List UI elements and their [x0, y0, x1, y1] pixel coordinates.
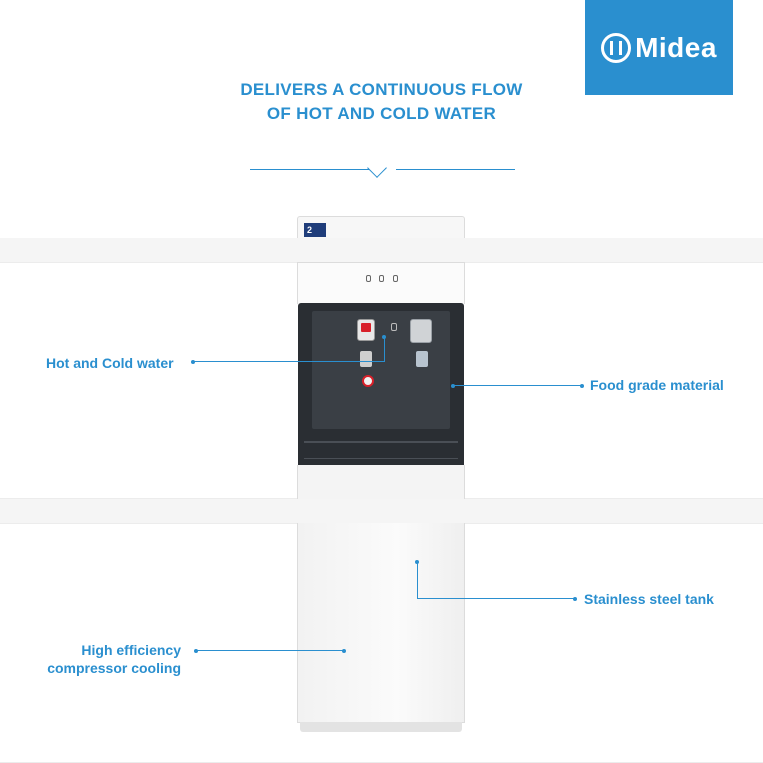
brand-name: Midea — [635, 31, 717, 63]
chevron-down-icon — [367, 158, 387, 178]
dispenser-cabinet — [297, 523, 465, 723]
page-title: DELIVERS A CONTINUOUS FLOW OF HOT AND CO… — [180, 78, 583, 126]
callout-steel-tank: Stainless steel tank — [584, 591, 714, 607]
indicator-power-icon — [379, 275, 384, 282]
callout-dot — [382, 335, 386, 339]
callout-line — [453, 385, 581, 386]
callout-dot — [342, 649, 346, 653]
dispenser-base — [300, 722, 462, 732]
dispenser-recess — [312, 311, 450, 429]
dispenser-top: 2 — [297, 216, 465, 238]
child-safety-icon — [362, 375, 374, 387]
section-gap — [0, 499, 763, 523]
drip-tray — [298, 431, 464, 465]
warranty-badge: 2 — [304, 223, 326, 237]
callout-line — [193, 361, 385, 362]
divider-right — [396, 169, 515, 170]
dispenser-tap-area — [298, 303, 464, 433]
callout-food-grade: Food grade material — [590, 377, 724, 393]
callout-compressor-line-1: High efficiency — [81, 642, 181, 658]
midea-logo-icon — [601, 32, 632, 63]
indicator-hot-icon — [366, 275, 371, 282]
dispenser-control-panel — [297, 262, 465, 304]
callout-line — [417, 598, 574, 599]
cold-spout-icon — [416, 351, 428, 367]
brand-logo: Midea — [585, 0, 733, 95]
divider-left — [250, 169, 369, 170]
section-band-top — [0, 238, 763, 262]
callout-dot — [451, 384, 455, 388]
headline-line-2: OF HOT AND COLD WATER — [266, 104, 497, 123]
callout-compressor: High efficiency compressor cooling — [44, 641, 181, 677]
cold-tap-icon — [410, 319, 432, 343]
indicator-cold-icon — [393, 275, 398, 282]
hot-spout-icon — [360, 351, 372, 367]
callout-dot — [573, 597, 577, 601]
callout-line — [384, 337, 385, 362]
callout-dot — [194, 649, 198, 653]
callout-compressor-line-2: compressor cooling — [47, 660, 181, 676]
callout-dot — [580, 384, 584, 388]
drip-tray-grill — [304, 441, 458, 459]
headline-line-1: DELIVERS A CONTINUOUS FLOW — [240, 80, 523, 99]
hot-tap-icon — [357, 319, 375, 341]
callout-hot-cold-water: Hot and Cold water — [46, 355, 174, 371]
callout-line — [196, 650, 344, 651]
callout-dot — [191, 360, 195, 364]
callout-line — [417, 562, 418, 599]
lock-icon — [391, 323, 397, 331]
dispenser-body-upper — [297, 465, 465, 499]
